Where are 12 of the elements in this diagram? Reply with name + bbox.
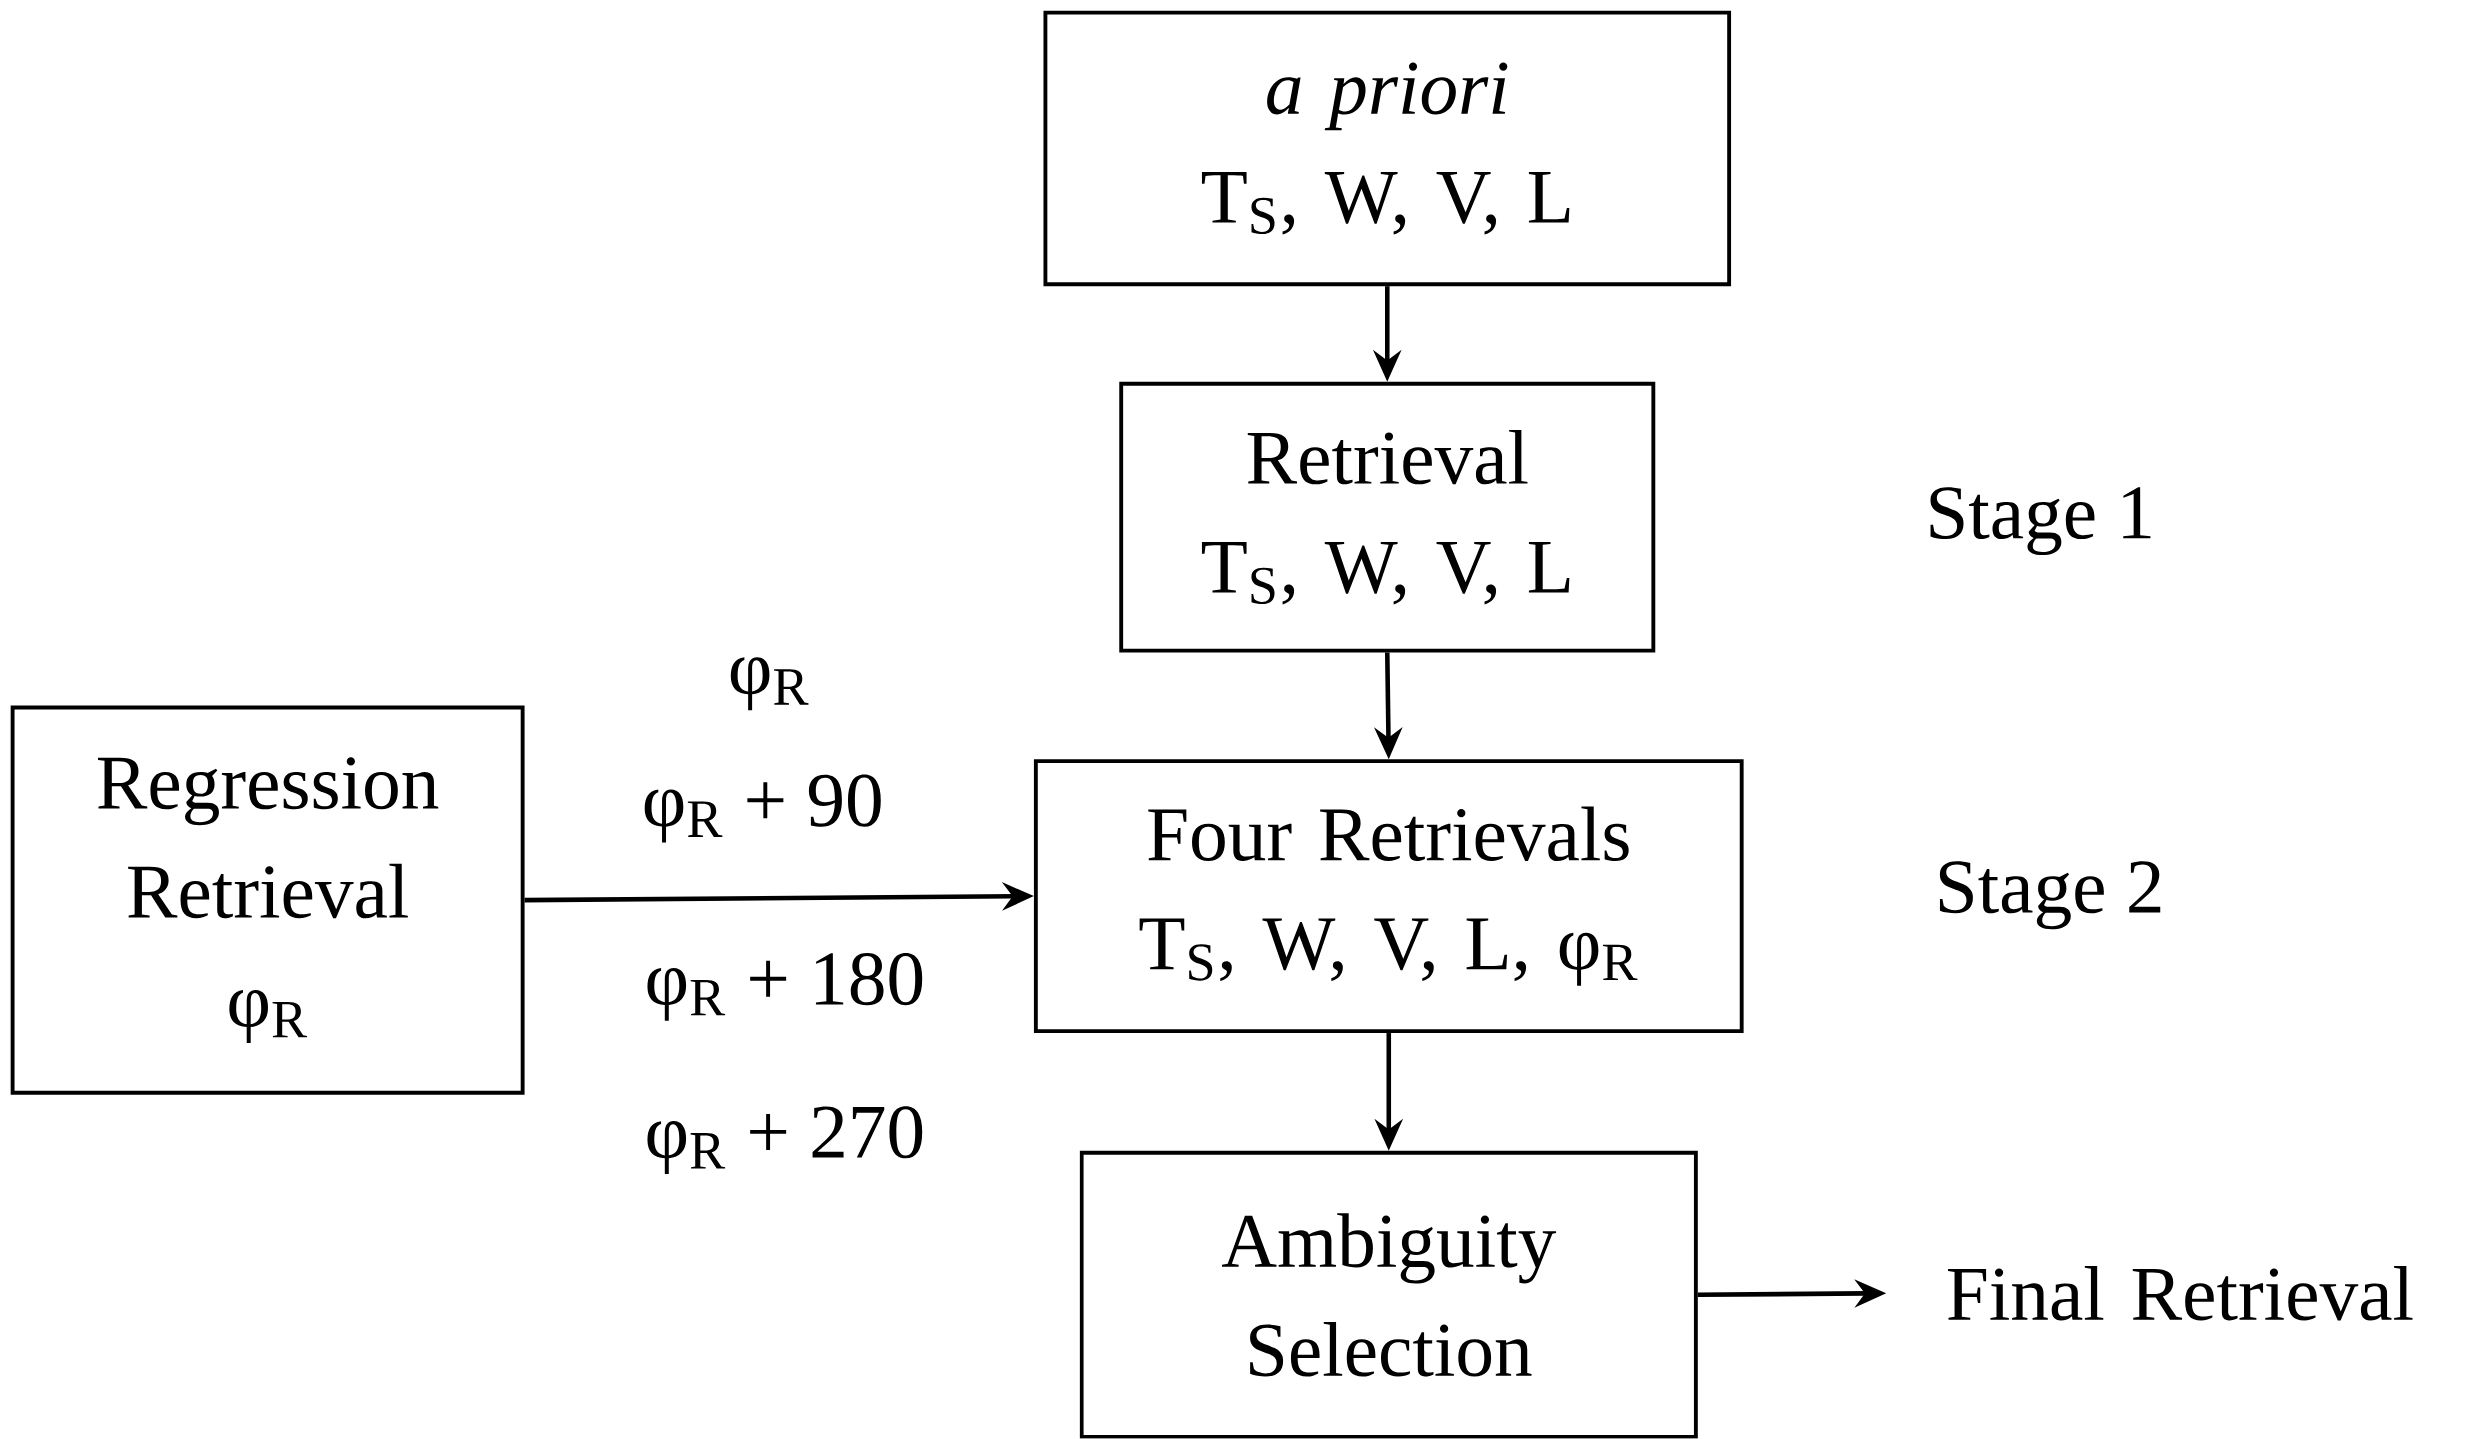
process-box: Regression Retrieval φ$_{R}$ xyxy=(10,705,525,1095)
text-label: Stage 1 xyxy=(1930,487,2151,556)
output-label: Final Retrieval xyxy=(1948,1266,2413,1321)
text-label: φ$_{R}$ + 90 xyxy=(644,774,881,843)
text-label: Stage 2 xyxy=(1939,861,2161,930)
process-box: Retrieval T$_{S}$, W, V, L xyxy=(1119,382,1656,653)
process-box: a priori T$_{S}$, W, V, L xyxy=(1043,10,1732,287)
text-label: φ$_{R}$ + 270 xyxy=(647,1106,923,1175)
text-label: φ$_{R}$ xyxy=(730,657,809,711)
process-box: Ambiguity Selection xyxy=(1079,1151,1698,1439)
process-box: Four Retrievals T$_{S}$, W, V, L, φ$_{R}$ xyxy=(1033,759,1744,1034)
text-label: φ$_{R}$ + 180 xyxy=(647,953,923,1022)
